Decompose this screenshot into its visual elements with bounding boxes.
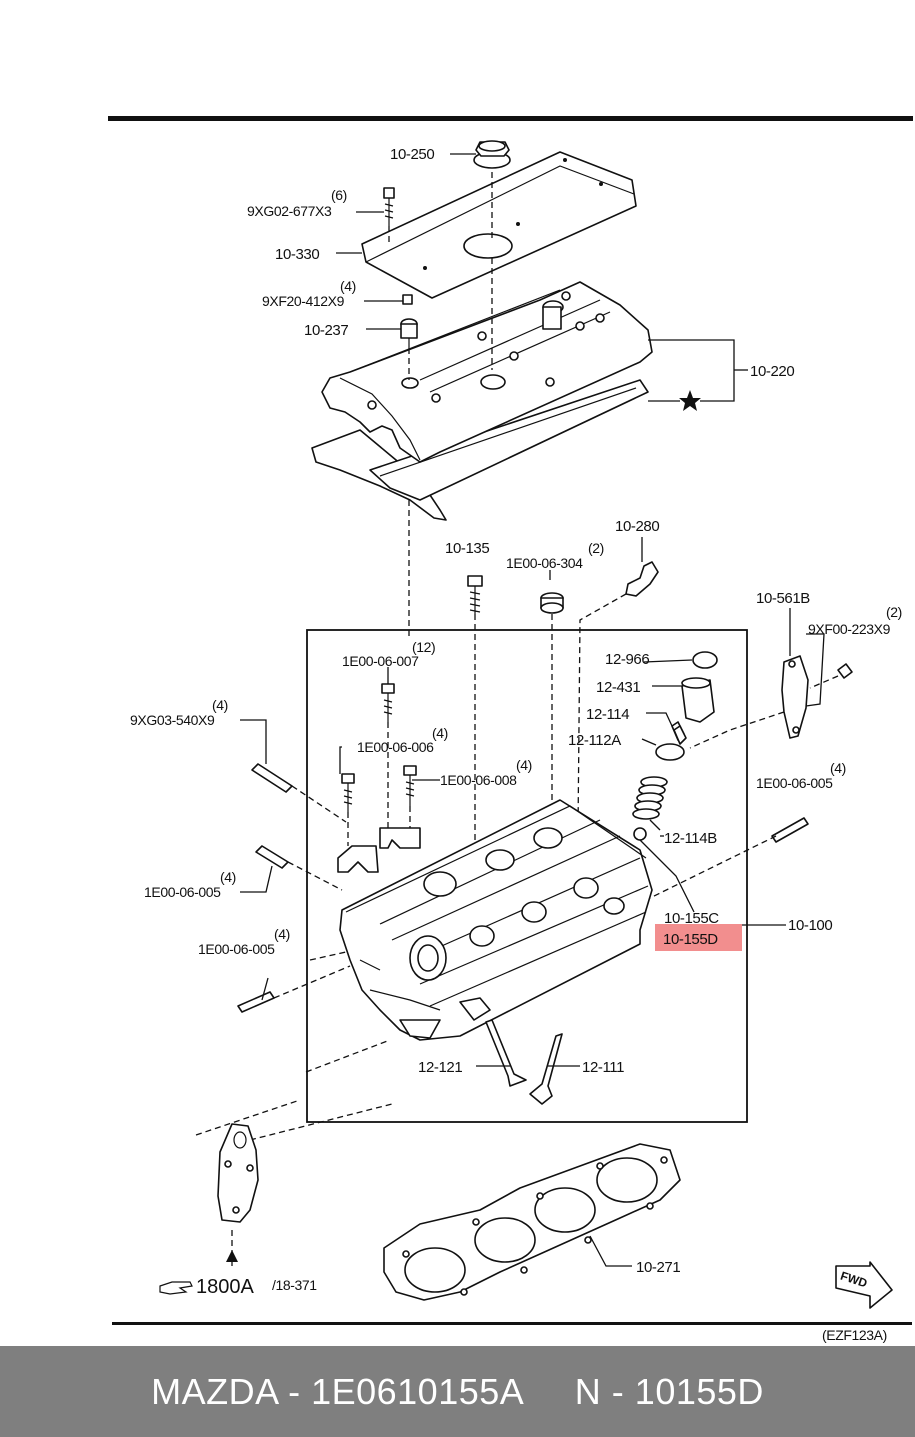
timing-bracket (217, 1123, 259, 1223)
label-12-114: 12-114 (586, 706, 629, 723)
part-number-text: MAZDA - 1E0610155A N - 10155D (151, 1370, 764, 1412)
label-10-155d: 10-155D (663, 931, 718, 948)
bolt-9xf00 (837, 663, 853, 679)
qty-4f: (4) (220, 869, 236, 885)
label-12-114b: 12-114B (664, 830, 717, 847)
cylinder-head-cover (311, 281, 653, 521)
label-1e00-006: 1E00-06-006 (357, 739, 434, 755)
label-10-271: 10-271 (636, 1259, 680, 1276)
label-12-121: 12-121 (418, 1059, 462, 1076)
part-number-footer: MAZDA - 1E0610155A N - 10155D (0, 1346, 915, 1437)
label-10-135: 10-135 (445, 540, 489, 557)
qty-4e: (4) (830, 760, 846, 776)
label-10-280: 10-280 (615, 518, 659, 535)
label-1e00-005-a: 1E00-06-005 (144, 884, 221, 900)
label-1e00-304: 1E00-06-304 (506, 555, 583, 571)
cam-cap-2 (337, 845, 379, 873)
stud-1e00-005a (255, 845, 289, 869)
bracket-10-561b (781, 655, 809, 739)
ornament-cover (361, 151, 637, 299)
label-10-561b: 10-561B (756, 590, 810, 607)
label-9xg03: 9XG03-540X9 (130, 712, 215, 728)
label-1e00-005-right: 1E00-06-005 (756, 775, 833, 791)
label-12-112a: 12-112A (568, 732, 621, 749)
spring-12-114b (632, 776, 668, 820)
stud-1e00-005b (237, 991, 275, 1013)
label-9xg02: 9XG02-677X3 (247, 203, 332, 219)
label-12-966: 12-966 (605, 651, 649, 668)
fwd-arrow (835, 1261, 893, 1309)
qty-4d: (4) (516, 757, 532, 773)
seal-washer (400, 318, 418, 348)
star-icon (679, 390, 701, 411)
valve-12-111 (529, 1033, 563, 1105)
qty-4a: (4) (340, 278, 356, 294)
cam-cap-1 (379, 827, 421, 849)
label-1e00-005-b: 1E00-06-005 (198, 941, 275, 957)
parts-diagram: 10-250 (6) 9XG02-677X3 10-330 (4) 9XF20-… (108, 116, 913, 1343)
qty-4g: (4) (274, 926, 290, 942)
label-9xf00: 9XF00-223X9 (808, 621, 891, 637)
cylinder-head-frame (306, 629, 748, 1123)
bolt-1e00-006 (341, 773, 355, 812)
label-10-330: 10-330 (275, 246, 319, 263)
tappet-12-431 (681, 677, 715, 723)
top-rule (108, 116, 913, 121)
qty-4b: (4) (212, 697, 228, 713)
grommet-304 (540, 592, 564, 614)
label-10-100: 10-100 (788, 917, 832, 934)
bolt-1e00-008 (403, 765, 417, 806)
bolt-10-135 (467, 575, 483, 614)
qty-2b: (2) (886, 604, 902, 620)
highlight-box (655, 924, 742, 951)
label-12-431: 12-431 (596, 679, 640, 696)
label-10-237: 10-237 (304, 322, 348, 339)
ref-1800a: 1800A (196, 1276, 254, 1298)
shim-12-966 (692, 651, 718, 669)
collet-12-114 (671, 721, 687, 745)
valve-12-121 (485, 1019, 527, 1087)
ref-18-371: /18-371 (272, 1277, 317, 1293)
seal-10-155c (633, 827, 647, 841)
label-10-250: 10-250 (390, 146, 434, 163)
diagram-code: (EZF123A) (822, 1327, 887, 1343)
qty-6: (6) (331, 187, 347, 203)
cylinder-head (339, 799, 653, 1041)
bolt-9xg02 (383, 187, 395, 226)
label-10-220: 10-220 (750, 363, 794, 380)
nut-9xf20 (402, 294, 413, 305)
bolt-1e00-007 (381, 683, 395, 722)
label-1e00-008: 1E00-06-008 (440, 772, 517, 788)
bottom-rule (112, 1322, 912, 1325)
hand-pointer-icon (159, 1281, 193, 1295)
qty-12: (12) (412, 639, 435, 655)
label-9xf20: 9XF20-412X9 (262, 293, 345, 309)
label-1e00-007: 1E00-06-007 (342, 653, 419, 669)
label-12-111: 12-111 (582, 1059, 624, 1076)
retainer-12-112a (655, 743, 685, 761)
head-gasket (383, 1143, 681, 1301)
qty-2a: (2) (588, 540, 604, 556)
fitting-10-280 (625, 561, 659, 597)
qty-4c: (4) (432, 725, 448, 741)
oil-filler-cap (473, 140, 511, 169)
stud-1e00-005r (771, 817, 809, 843)
stud-9xg03 (251, 763, 293, 793)
label-10-155c: 10-155C (664, 910, 719, 927)
